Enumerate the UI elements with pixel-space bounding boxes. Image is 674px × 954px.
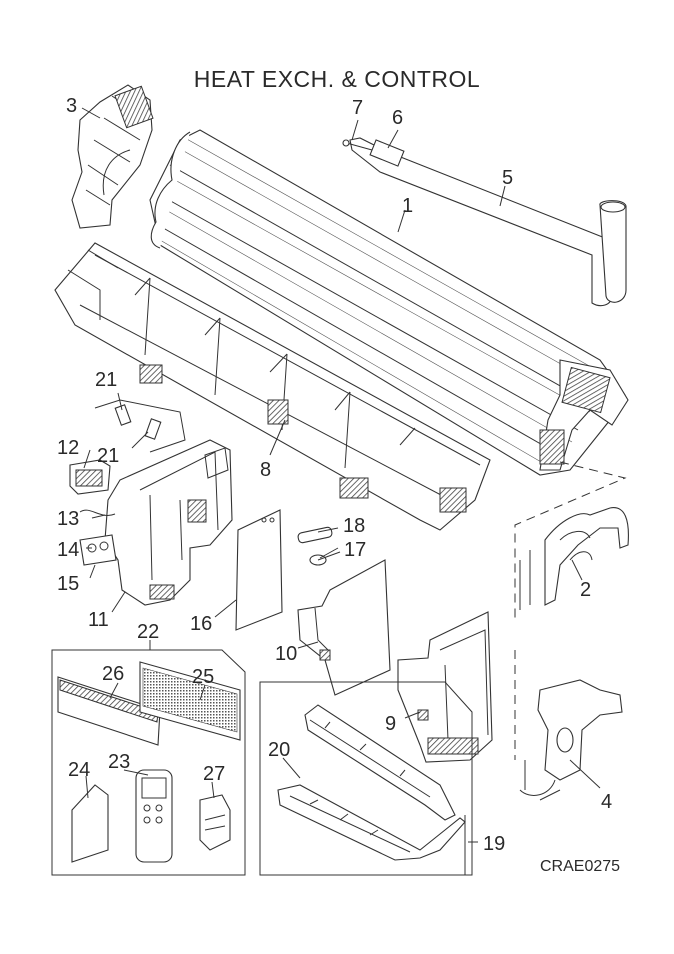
diagram-title: HEAT EXCH. & CONTROL [193, 66, 481, 92]
label-part-2: 2 [580, 579, 591, 601]
label-part-1: 1 [402, 195, 413, 217]
label-part-12: 12 [57, 437, 79, 459]
label-part-8: 8 [260, 459, 271, 481]
pcb-board [235, 509, 283, 631]
piping-assembly [519, 507, 629, 610]
heat-exchanger [149, 129, 629, 476]
label-part-21-lower: 21 [97, 445, 119, 467]
label-part-3: 3 [66, 95, 77, 117]
cover-plate [297, 559, 391, 696]
accessories-box [51, 649, 246, 876]
label-part-19: 19 [483, 833, 505, 855]
label-part-18: 18 [343, 515, 365, 537]
label-part-21-upper: 21 [95, 369, 117, 391]
drawing-code: CRAE0275 [540, 858, 621, 875]
leader-lines [81, 107, 601, 875]
part-labels: 1 2 3 4 5 6 7 8 9 10 11 12 13 14 15 16 1… [57, 95, 612, 855]
label-part-7: 7 [352, 97, 363, 119]
label-part-24: 24 [68, 759, 90, 781]
label-part-10: 10 [275, 643, 297, 665]
label-part-25: 25 [192, 666, 214, 688]
label-part-16: 16 [190, 613, 212, 635]
side-plate [71, 84, 154, 229]
thermistor-leads [94, 399, 186, 453]
label-part-23: 23 [108, 751, 130, 773]
label-part-26: 26 [102, 663, 124, 685]
label-part-15: 15 [57, 573, 79, 595]
label-part-6: 6 [392, 107, 403, 129]
control-box [69, 439, 233, 606]
label-part-4: 4 [601, 791, 612, 813]
valve-assembly [519, 679, 623, 801]
label-part-11: 11 [88, 609, 109, 631]
front-chassis [54, 242, 491, 531]
louver-box [259, 681, 473, 876]
label-part-20: 20 [268, 739, 290, 761]
label-part-17: 17 [344, 539, 366, 561]
electrical-box-cover [397, 611, 493, 763]
label-part-5: 5 [502, 167, 513, 189]
label-part-9: 9 [385, 713, 396, 735]
insulated-pipe [342, 137, 627, 307]
pipe-route-lines [514, 461, 627, 760]
label-part-22: 22 [137, 621, 159, 643]
label-part-27: 27 [203, 763, 225, 785]
label-part-14: 14 [57, 539, 79, 561]
label-part-13: 13 [57, 508, 79, 530]
